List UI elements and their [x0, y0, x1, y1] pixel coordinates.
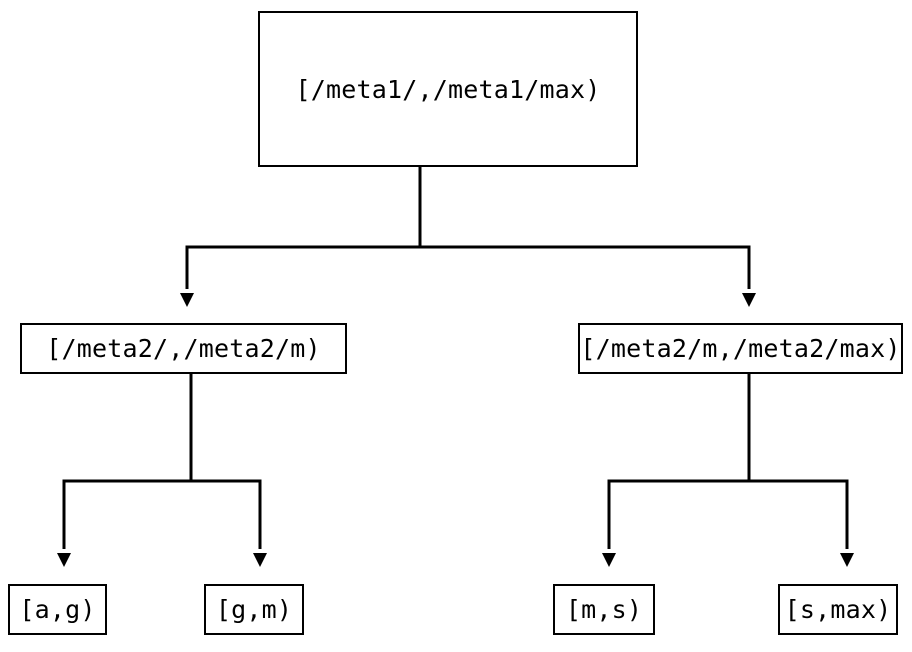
- node-leaf-3[interactable]: [m,s): [553, 584, 655, 635]
- node-root[interactable]: [/meta1/,/meta1/max): [258, 11, 638, 167]
- node-mid-left[interactable]: [/meta2/,/meta2/m): [20, 323, 347, 374]
- edge-mid-left-to-leaf-1: [57, 374, 193, 567]
- edge-mid-left-to-leaf-2: [189, 374, 267, 567]
- edge-root-to-mid-right: [418, 167, 756, 307]
- node-leaf-2[interactable]: [g,m): [204, 584, 304, 635]
- edge-mid-right-to-leaf-3: [602, 374, 751, 567]
- node-leaf-1-label: [a,g): [19, 595, 96, 624]
- node-leaf-3-label: [m,s): [565, 595, 643, 624]
- node-leaf-2-label: [g,m): [215, 595, 293, 624]
- edge-root-to-mid-left: [180, 167, 422, 307]
- edge-mid-right-to-leaf-4: [747, 374, 854, 567]
- node-mid-right[interactable]: [/meta2/m,/meta2/max): [578, 323, 903, 374]
- node-leaf-1[interactable]: [a,g): [8, 584, 107, 635]
- node-mid-right-label: [/meta2/m,/meta2/max): [580, 334, 901, 363]
- node-mid-left-label: [/meta2/,/meta2/m): [46, 334, 321, 363]
- node-leaf-4-label: [s,max): [784, 595, 892, 624]
- node-leaf-4[interactable]: [s,max): [778, 584, 898, 635]
- node-root-label: [/meta1/,/meta1/max): [295, 74, 601, 104]
